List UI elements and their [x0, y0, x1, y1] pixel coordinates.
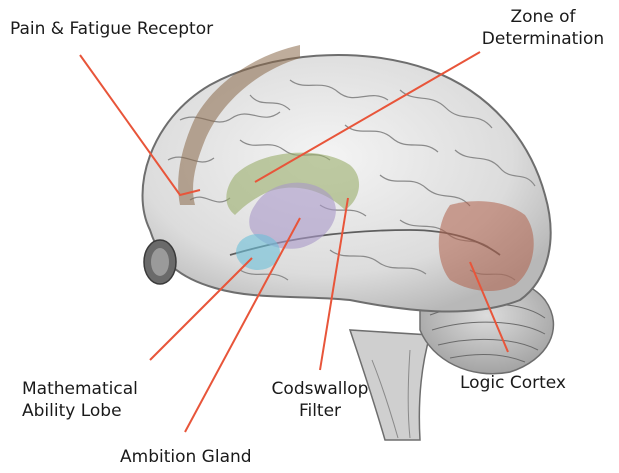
frontal-nub — [144, 240, 176, 284]
logic-cortex-region — [439, 201, 534, 291]
logic-cortex-label: Logic Cortex — [460, 372, 566, 394]
codswallop-filter-label: Codswallop Filter — [255, 378, 385, 422]
ambition-gland-label: Ambition Gland — [120, 446, 252, 468]
math-ability-region — [236, 234, 280, 270]
zone-determination-label: Zone of Determination — [468, 6, 618, 50]
pain-fatigue-label: Pain & Fatigue Receptor — [10, 18, 213, 40]
math-ability-label: Mathematical Ability Lobe — [22, 378, 138, 422]
